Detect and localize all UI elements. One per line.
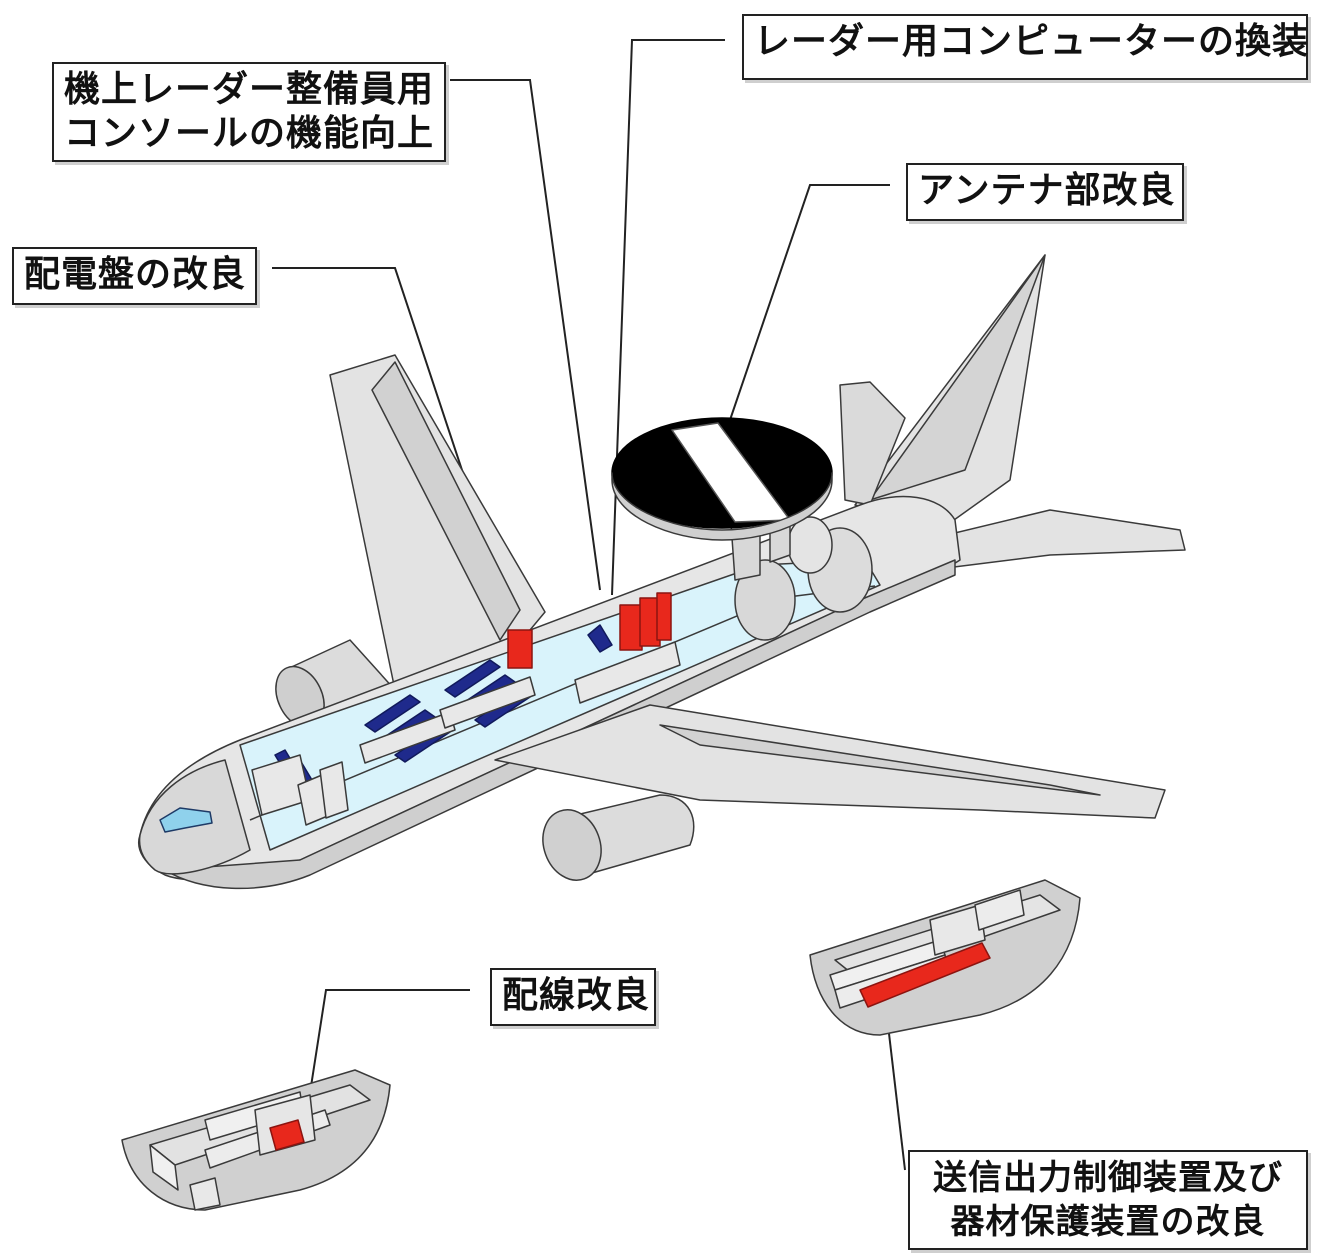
leader-line-wiring [304, 989, 470, 1126]
callout-transmitter-line-2: 器材保護装置の改良 [950, 1202, 1266, 1242]
wiring-equipment [269, 1119, 305, 1151]
forward-lower-section [121, 1069, 391, 1211]
leader-line-antenna [729, 184, 890, 421]
transmitter-equipment [859, 942, 991, 1008]
aircraft [138, 254, 1186, 890]
cockpit-window [159, 807, 213, 833]
leader-line-console [450, 79, 601, 591]
vertical-stabilizer-shade [869, 254, 1046, 501]
modified-equipment [507, 592, 672, 669]
left-engine [275, 639, 396, 729]
callout-power-panel-text: 配電盤の改良 [24, 254, 247, 295]
fuselage-belly [164, 559, 956, 890]
callout-antenna-text: アンテナ部改良 [918, 170, 1176, 211]
console-cabinets [251, 641, 681, 826]
right-engine [542, 794, 695, 881]
callout-radar-computer-text: レーダー用コンピューターの換装 [754, 21, 1310, 62]
callout-console-upgrade: 機上レーダー整備員用 コンソールの機能向上 [52, 62, 446, 162]
radar-computer-rack-3 [656, 592, 672, 641]
callout-power-panel: 配電盤の改良 [12, 247, 257, 305]
callout-wiring-text: 配線改良 [502, 975, 651, 1016]
left-wing-shade [371, 361, 521, 641]
callout-antenna: アンテナ部改良 [906, 163, 1184, 221]
leader-line-transmitter [887, 1024, 906, 1171]
rotodome-base [611, 472, 833, 541]
aft-lower-section [809, 879, 1081, 1036]
callout-transmitter-line-1: 送信出力制御装置及び [933, 1158, 1283, 1198]
power-panel-equipment [507, 629, 533, 669]
radar-computer-rack-1 [619, 604, 643, 651]
callout-console-line-2: コンソールの機能向上 [64, 113, 435, 154]
right-wing-flaps [659, 724, 1101, 796]
callout-console-line-1: 機上レーダー整備員用 [64, 69, 435, 110]
leader-line-radar-computer [611, 39, 725, 596]
left-horizontal-stabilizer [839, 381, 906, 506]
aft-cabin-barrels [734, 516, 873, 641]
callout-transmitter: 送信出力制御装置及び 器材保護装置の改良 [908, 1150, 1308, 1250]
callout-radar-computer: レーダー用コンピューターの換装 [742, 14, 1308, 80]
callout-wiring: 配線改良 [490, 968, 656, 1026]
